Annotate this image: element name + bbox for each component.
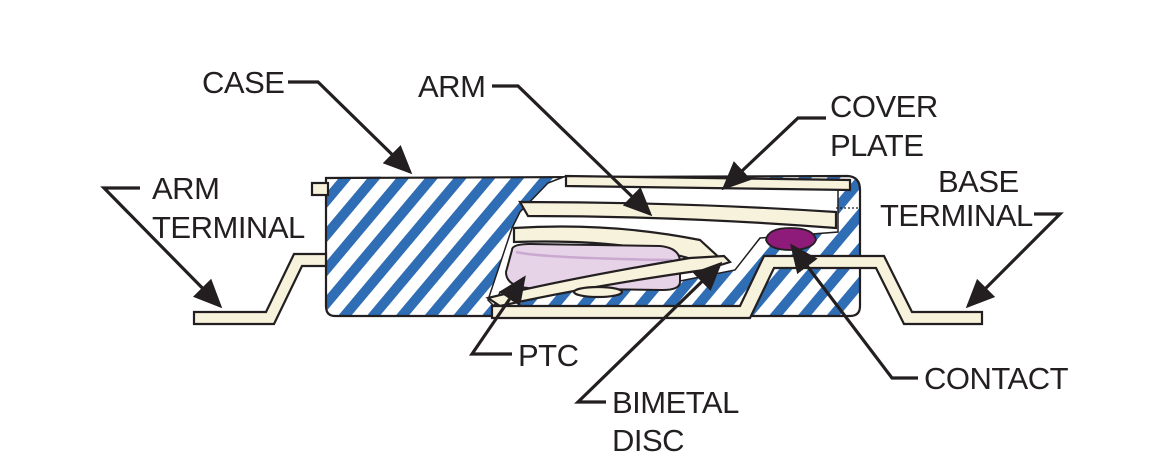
arm-terminal: [192, 252, 328, 326]
bimetal-disc: [485, 254, 733, 308]
label-cover-plate-line1: COVER: [830, 89, 938, 124]
label-bimetal-disc-line2: DISC: [612, 423, 684, 458]
contact-dome: [765, 227, 817, 251]
ptc-foot: [572, 285, 624, 299]
label-case: CASE: [202, 65, 284, 100]
case-leader: [288, 80, 413, 175]
label-base-terminal-line2: TERMINAL: [880, 198, 1033, 233]
label-base-terminal-line1: BASE: [938, 164, 1019, 199]
case-tab: [310, 181, 330, 197]
base-terminal: [490, 254, 984, 326]
label-cover-plate-line2: PLATE: [830, 128, 923, 163]
label-arm-terminal-line2: TERMINAL: [152, 210, 305, 245]
ptc-edge: [515, 250, 673, 262]
base-terminal-leader: [965, 212, 1064, 309]
cover-plate-leader: [721, 116, 826, 191]
label-ptc: PTC: [518, 338, 579, 373]
ptc-leader: [468, 275, 526, 356]
contact-leader: [790, 243, 918, 380]
arm-leader: [492, 84, 653, 217]
label-bimetal-disc-line1: BIMETAL: [612, 385, 739, 420]
label-contact: CONTACT: [924, 361, 1069, 396]
arm-terminal-leader: [100, 186, 223, 309]
label-arm-terminal-line1: ARM: [152, 171, 219, 206]
cover-plate: [564, 174, 852, 192]
bimetal-disc-leader: [574, 261, 723, 404]
label-arm: ARM: [418, 69, 485, 104]
